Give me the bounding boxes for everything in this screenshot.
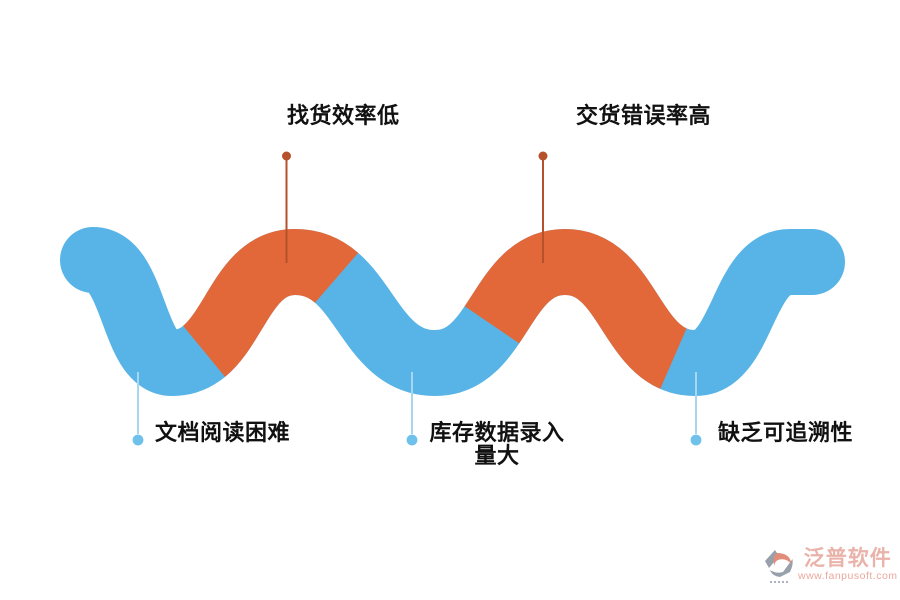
pointer-bottom-3-dot [690, 434, 702, 446]
logo-icon-block [764, 548, 795, 583]
callout-label-find-goods: 找货效率低 [287, 103, 400, 128]
logo-text-column: 泛普软件 www.fanpusoft.com [798, 547, 898, 583]
callout-label-traceability: 缺乏可追溯性 [718, 420, 854, 445]
callout-label-delivery-error: 交货错误率高 [576, 103, 712, 128]
pointer-top-1-dot [282, 151, 291, 161]
fanpu-logo-icon [765, 550, 793, 577]
wave-ribbon-blue [60, 227, 845, 397]
pointer-top-1 [282, 151, 291, 263]
pointer-bottom-1-dot [132, 434, 144, 446]
pointer-bottom-1 [132, 372, 144, 446]
pointer-bottom-2 [406, 372, 418, 446]
callout-label-document-reading: 文档阅读困难 [155, 420, 291, 445]
callout-label-inventory-entry: 库存数据录入 量大 [429, 421, 565, 467]
callout-label-inventory-entry-line1: 库存数据录入 [429, 420, 565, 445]
logo-url: www.fanpusoft.com [798, 570, 898, 582]
logo-fineprint-marks [769, 581, 790, 583]
pointer-bottom-3 [690, 372, 702, 446]
watermark-logo[interactable]: 泛普软件 www.fanpusoft.com [764, 548, 898, 583]
callout-label-inventory-entry-line2: 量大 [474, 443, 520, 468]
logo-brand-name: 泛普软件 [803, 547, 892, 570]
pointer-top-2 [538, 151, 548, 263]
pointer-top-2-dot [538, 151, 548, 161]
pointer-bottom-2-dot [406, 434, 418, 446]
